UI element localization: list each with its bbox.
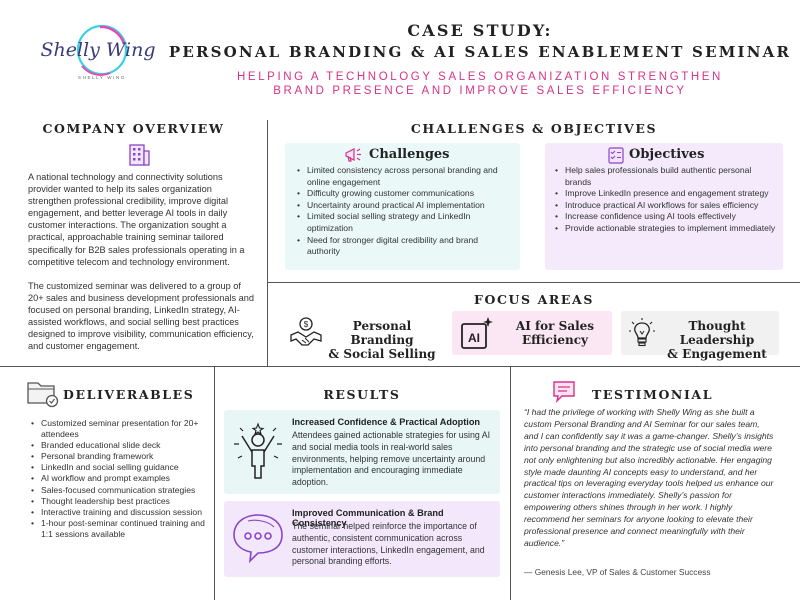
challenges-heading: Challenges [369,147,450,162]
speech-bubble-icon [551,379,577,405]
svg-text:$: $ [304,320,309,329]
list-item: Increase confidence using AI tools effec… [555,211,777,223]
list-item: LinkedIn and social selling guidance [31,462,207,473]
divider-focus-top [268,282,800,283]
brand-logo: Shelly Wing SHELLY WING [40,20,160,82]
challenges-box: Challenges Limited consistency across pe… [285,143,520,270]
focus-label-line1: AI for Sales [515,319,595,333]
list-item: AI workflow and prompt examples [31,473,207,484]
handshake-icon: $ [288,315,324,351]
logo-script-text: Shelly Wing [40,39,155,61]
overview-paragraph-1: A national technology and connectivity s… [28,172,245,267]
ai-icon: AI [460,316,494,350]
list-item: Sales-focused communication strategies [31,485,207,496]
deliverables-title: DELIVERABLES [63,387,195,402]
result-card-2: Improved Communication & Brand Consisten… [224,501,500,577]
list-item: Thought leadership best practices [31,496,207,507]
results-title: RESULTS [323,387,401,402]
logo-graphic: Shelly Wing SHELLY WING [40,24,156,80]
page-subtitle-line1: HELPING A TECHNOLOGY SALES ORGANIZATION … [237,71,723,83]
overview-paragraph-2: The customized seminar was delivered to … [28,281,255,352]
list-item: Uncertainty around practical AI implemen… [297,200,512,212]
list-item: Interactive training and discussion sess… [31,507,207,518]
divider-deliverables [214,366,215,600]
building-icon [127,143,151,167]
chat-bubbles-icon [230,509,286,567]
focus-item-thought-leadership: Thought Leadership & Engagement [621,311,779,361]
result-body: Attendees gained actionable strategies f… [292,430,491,488]
list-item: 1-hour post-seminar continued training a… [31,518,207,540]
list-item: Provide actionable strategies to impleme… [555,223,777,235]
focus-label-line1: Personal Branding [350,319,414,347]
testimonial-quote: “I had the privilege of working with She… [524,407,774,548]
testimonial-title: TESTIMONIAL [592,387,714,402]
page-subtitle-line2: BRAND PRESENCE AND IMPROVE SALES EFFICIE… [273,85,687,97]
testimonial-author: — Genesis Lee, VP of Sales & Customer Su… [524,567,711,577]
result-heading: Improved Communication & Brand Consisten… [292,508,444,528]
page-title-line2: PERSONAL BRANDING & AI SALES ENABLEMENT … [168,43,792,61]
objectives-heading: Objectives [629,147,705,162]
result-card-1: Increased Confidence & Practical Adoptio… [224,410,500,494]
objectives-box: Objectives Help sales professionals buil… [545,143,783,270]
megaphone-icon [343,146,363,164]
focus-item-personal-branding: $ Personal Branding & Social Selling [284,311,440,361]
focus-label-line1: Thought Leadership [679,319,755,347]
page-title-line1: CASE STUDY: [407,21,553,40]
folder-icon [26,378,60,408]
celebrating-person-icon [230,422,286,482]
list-item: Limited consistency across personal bran… [297,165,512,188]
divider-bottom-section [0,366,800,367]
challenges-list: Limited consistency across personal bran… [297,165,512,258]
checklist-icon [607,146,625,164]
focus-areas-title: FOCUS AREAS [474,292,594,307]
deliverables-list: Customized seminar presentation for 20+ … [31,418,207,540]
result-body: The seminar helped reinforce the importa… [292,521,485,567]
challenges-objectives-title: CHALLENGES & OBJECTIVES [410,121,658,136]
svg-text:AI: AI [468,331,480,345]
divider-results [510,366,511,600]
list-item: Introduce practical AI workflows for sal… [555,200,777,212]
divider-overview [267,120,268,366]
focus-label-line2: & Engagement [667,347,767,361]
result-heading: Increased Confidence & Practical Adoptio… [292,417,481,427]
lightbulb-icon [627,317,657,349]
focus-label-line2: & Social Selling [328,347,436,361]
list-item: Help sales professionals build authentic… [555,165,777,188]
list-item: Personal branding framework [31,451,207,462]
list-item: Customized seminar presentation for 20+ … [31,418,207,440]
overview-title: COMPANY OVERVIEW [42,121,225,136]
list-item: Improve LinkedIn presence and engagement… [555,188,777,200]
objectives-list: Help sales professionals build authentic… [555,165,777,235]
list-item: Limited social selling strategy and Link… [297,211,512,234]
list-item: Difficulty growing customer communicatio… [297,188,512,200]
focus-label-line2: Efficiency [521,333,589,347]
list-item: Branded educational slide deck [31,440,207,451]
focus-item-ai-sales: AI AI for Sales Efficiency [452,311,612,355]
logo-tagline: SHELLY WING [78,75,126,80]
list-item: Need for stronger digital credibility an… [297,235,512,258]
